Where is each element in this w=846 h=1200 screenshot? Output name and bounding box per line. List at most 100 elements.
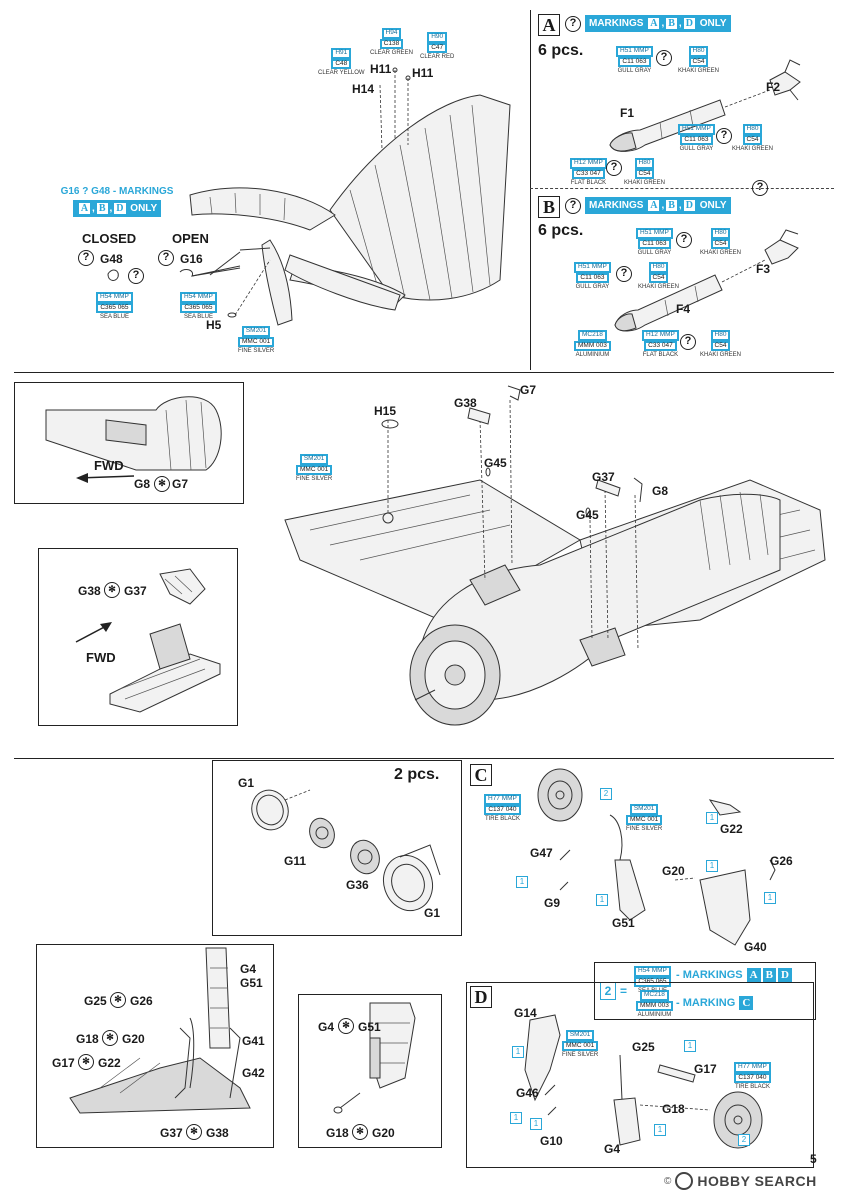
wheel-parts-drawing	[251, 789, 441, 912]
part-label-g47: G47	[530, 846, 553, 860]
paint-unknown-icon: ?	[606, 160, 622, 176]
rocket-f4-drawing	[614, 229, 799, 332]
panel-d	[466, 982, 814, 1168]
part-label-f2: F2	[766, 80, 781, 94]
part-label-g25-bl: G25	[84, 994, 107, 1008]
cement-icon: ✻	[102, 1030, 118, 1046]
part-label-g46: G46	[516, 1086, 539, 1100]
part-label-g36: G36	[346, 878, 369, 892]
part-label-h11-b: H11	[412, 66, 434, 80]
paint-b-gull-gray-1: H51 MMP C11 063 GULL GRAY	[636, 228, 673, 256]
paint-ref-1: 1	[512, 1046, 524, 1058]
part-label-g4-bl: G4	[240, 962, 257, 976]
inset-wheel	[212, 760, 462, 936]
page-number: 5	[810, 1152, 817, 1166]
part-label-g26: G26	[770, 854, 793, 868]
paint-c-tire-black: H77 MMP C137 040 TIRE BLACK	[484, 794, 521, 822]
part-label-g51: G51	[612, 916, 635, 930]
part-label-g16: G16	[180, 252, 203, 266]
part-label-g38: G38	[78, 584, 101, 598]
divider-horizontal-1	[14, 372, 834, 373]
paint-ref-1: 1	[654, 1124, 666, 1136]
cement-icon: ✻	[338, 1018, 354, 1034]
divider-horizontal-2	[14, 758, 834, 759]
part-label-g48: G48	[100, 252, 123, 266]
inset-cockpit-detail	[38, 548, 238, 726]
divider-ab	[530, 188, 834, 190]
paint-ref-1: 1	[706, 860, 718, 872]
legend-marking-c: - MARKING C	[676, 996, 754, 1010]
paint-ref-1: 1	[764, 892, 776, 904]
paint-unknown-icon: ?	[158, 250, 174, 266]
part-label-g4: G4	[604, 1142, 621, 1156]
part-label-h5: H5	[206, 318, 222, 332]
paint-sea-blue-g16: H54 MMP C365 065 SEA BLUE	[180, 292, 217, 320]
paint-unknown-icon: ?	[616, 266, 632, 282]
paint-d-tire-black: H77 MMP C137 040 TIRE BLACK	[734, 1062, 771, 1090]
markings-bar-a: MARKINGS A,B,D ONLY	[585, 15, 731, 32]
part-label-g42-bl: G42	[242, 1066, 265, 1080]
inset-gear-bay	[36, 944, 274, 1148]
part-label-g37-main: G37	[592, 470, 615, 484]
part-label-f1: F1	[620, 106, 635, 120]
markings-note-g16-g48: G16 ? G48 - MARKINGS A,B,D ONLY	[58, 186, 176, 217]
inset-gear-leg	[298, 994, 442, 1148]
part-label-g1-a: G1	[238, 776, 255, 790]
part-label-g9: G9	[544, 896, 561, 910]
part-label-f3: F3	[756, 262, 771, 276]
closed-label: CLOSED	[82, 231, 137, 246]
paint-ref-1: 1	[596, 894, 608, 906]
part-label-g7: G7	[172, 477, 189, 491]
step-letter-b: B	[538, 196, 560, 218]
step-letter-d: D	[470, 986, 492, 1008]
cement-icon: ✻	[154, 476, 170, 492]
paint-unknown-icon: ?	[680, 334, 696, 350]
gear-bay-drawing	[69, 947, 251, 1114]
part-label-g8-main: G8	[652, 484, 669, 498]
quantity-b: 6 pcs.	[538, 222, 584, 239]
paint-unknown-icon: ?	[565, 16, 581, 32]
part-label-g40: G40	[744, 940, 767, 954]
part-label-g1-b: G1	[424, 906, 441, 920]
paint-a-gull-gray-1: H51 MMP C11 063 GULL GRAY	[616, 46, 653, 74]
part-label-g22-bl: G22	[98, 1056, 121, 1070]
quantity-a: 6 pcs.	[538, 42, 584, 59]
open-label: OPEN	[172, 231, 209, 246]
part-label-g22: G22	[720, 822, 743, 836]
part-label-g17: G17	[694, 1062, 717, 1076]
watermark: © HOBBY SEARCH	[664, 1172, 817, 1190]
part-label-g11: G11	[284, 854, 307, 868]
cement-icon: ✻	[78, 1054, 94, 1070]
paint-b-khaki-green-3: H80 C54 KHAKI GREEN	[700, 330, 742, 358]
step-letter-c: C	[470, 764, 492, 786]
paint-fine-silver-h5: SM201 MMC 001 FINE SILVER	[238, 326, 275, 354]
fwd-label-2: FWD	[86, 650, 116, 665]
part-label-g38-bl: G38	[206, 1126, 229, 1140]
paint-ref-1: 1	[706, 812, 718, 824]
paint-a-khaki-green-3: H80 C54 KHAKI GREEN	[624, 158, 666, 186]
paint-ref-1: 1	[510, 1112, 522, 1124]
small-parts-drawing	[381, 385, 643, 517]
paint-d-fine-silver: SM201 MMC 001 FINE SILVER	[562, 1030, 599, 1058]
fwd-label-1: FWD	[94, 458, 124, 473]
paint-unknown-icon: ?	[716, 128, 732, 144]
part-label-g37: G37	[124, 584, 147, 598]
legend-eq: =	[620, 984, 628, 998]
paint-a-khaki-green-1: H80 C54 KHAKI GREEN	[678, 46, 720, 74]
cockpit-detail-drawing	[75, 568, 221, 713]
paint-c-fine-silver: SM201 MMC 001 FINE SILVER	[626, 804, 663, 832]
part-label-g45-b: G45	[576, 508, 599, 522]
paint-a-khaki-green-2: H80 C54 KHAKI GREEN	[732, 124, 774, 152]
paint-sea-blue-g48: H54 MMP C365 065 SEA BLUE	[96, 292, 133, 320]
paint-clear-yellow: H91 C48 CLEAR YELLOW	[318, 48, 365, 76]
part-label-g18: G18	[662, 1102, 685, 1116]
part-label-g14: G14	[514, 1006, 537, 1020]
paint-unknown-icon: ?	[752, 180, 768, 196]
part-label-g51-bm: G51	[358, 1020, 381, 1034]
part-label-g18-bm: G18	[326, 1126, 349, 1140]
quantity-wheel: 2 pcs.	[394, 766, 440, 783]
part-label-g26-bl: G26	[130, 994, 153, 1008]
part-label-g20: G20	[662, 864, 685, 878]
tail-drawing	[189, 67, 511, 326]
paint-unknown-icon: ?	[676, 232, 692, 248]
